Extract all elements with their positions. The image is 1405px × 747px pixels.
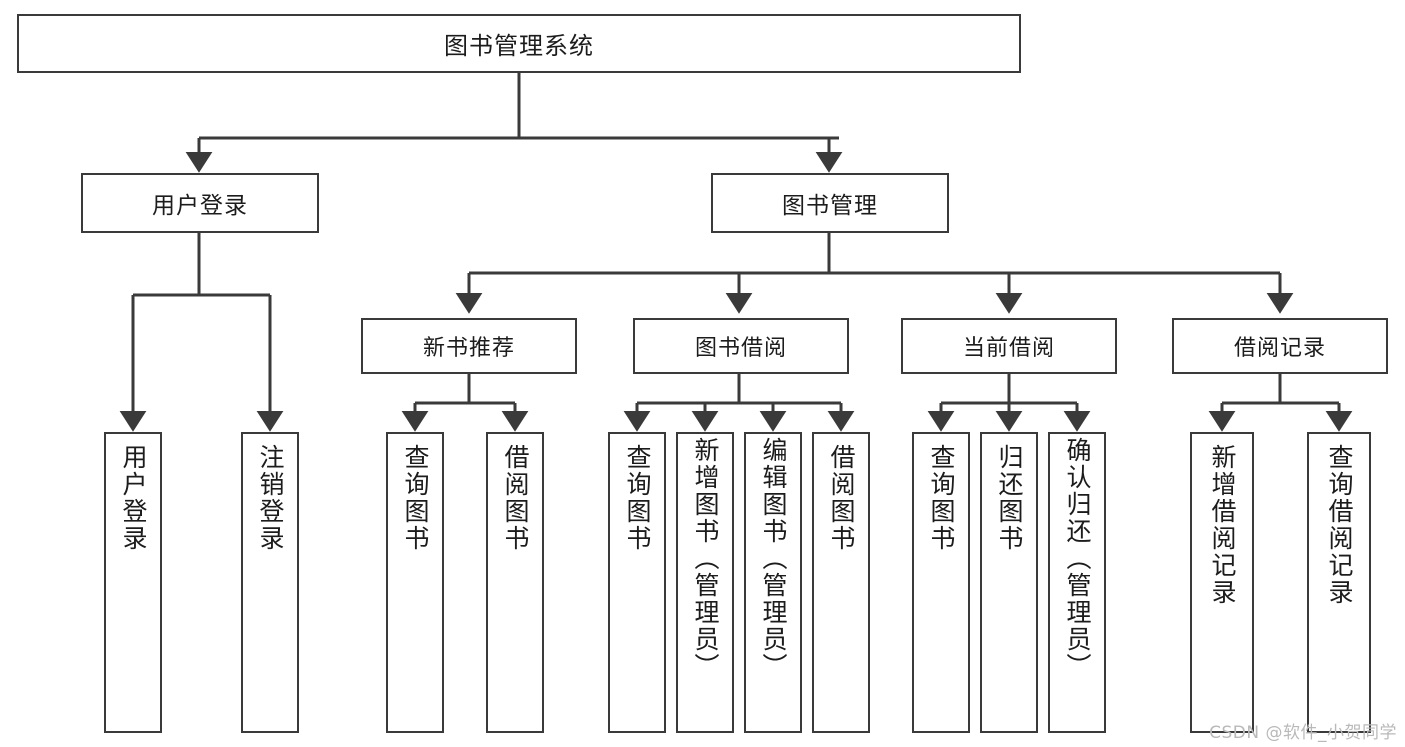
node-label: 确认归还（管理员） bbox=[1063, 437, 1092, 680]
node-book-management[interactable]: 图书管理 bbox=[711, 173, 949, 233]
node-label: 图书借阅 bbox=[694, 336, 787, 361]
node-root-system[interactable]: 图书管理系统 bbox=[17, 14, 1021, 73]
leaf-borrow-book[interactable]: 借阅图书 bbox=[812, 432, 870, 733]
node-label: 新增借阅记录 bbox=[1208, 444, 1237, 606]
leaf-borrow-book-recommend[interactable]: 借阅图书 bbox=[486, 432, 544, 733]
leaf-query-book-recommend[interactable]: 查询图书 bbox=[386, 432, 444, 733]
node-book-borrow[interactable]: 图书借阅 bbox=[633, 318, 849, 374]
node-label: 编辑图书（管理员） bbox=[759, 437, 788, 680]
node-label: 用户登录 bbox=[152, 193, 248, 219]
node-label: 归还图书 bbox=[995, 444, 1024, 552]
node-label: 图书管理 bbox=[782, 193, 878, 219]
node-label: 借阅图书 bbox=[501, 444, 530, 552]
leaf-edit-book-admin[interactable]: 编辑图书（管理员） bbox=[744, 432, 802, 733]
leaf-add-book-admin[interactable]: 新增图书（管理员） bbox=[676, 432, 734, 733]
node-label: 查询图书 bbox=[623, 444, 652, 552]
node-label: 图书管理系统 bbox=[444, 32, 594, 60]
leaf-query-book-borrow[interactable]: 查询图书 bbox=[608, 432, 666, 733]
leaf-query-book-current[interactable]: 查询图书 bbox=[912, 432, 970, 733]
node-label: 查询借阅记录 bbox=[1325, 444, 1354, 606]
node-label: 查询图书 bbox=[927, 444, 956, 552]
leaf-add-borrow-record[interactable]: 新增借阅记录 bbox=[1190, 432, 1254, 733]
node-new-book-recommend[interactable]: 新书推荐 bbox=[361, 318, 577, 374]
node-label: 新增图书（管理员） bbox=[691, 437, 720, 680]
leaf-user-login[interactable]: 用户登录 bbox=[104, 432, 162, 733]
leaf-query-borrow-record[interactable]: 查询借阅记录 bbox=[1307, 432, 1371, 733]
node-label: 当前借阅 bbox=[962, 336, 1055, 361]
node-label: 查询图书 bbox=[401, 444, 430, 552]
leaf-confirm-return-admin[interactable]: 确认归还（管理员） bbox=[1048, 432, 1106, 733]
csdn-watermark: CSDN @软件_小贺同学 bbox=[1209, 723, 1397, 743]
node-label: 新书推荐 bbox=[422, 336, 515, 361]
node-user-login[interactable]: 用户登录 bbox=[81, 173, 319, 233]
node-borrow-record[interactable]: 借阅记录 bbox=[1172, 318, 1388, 374]
node-label: 注销登录 bbox=[256, 444, 285, 552]
leaf-user-logout[interactable]: 注销登录 bbox=[241, 432, 299, 733]
node-label: 借阅记录 bbox=[1233, 336, 1326, 361]
leaf-return-book[interactable]: 归还图书 bbox=[980, 432, 1038, 733]
node-label: 用户登录 bbox=[119, 444, 148, 552]
node-label: 借阅图书 bbox=[827, 444, 856, 552]
node-current-borrow[interactable]: 当前借阅 bbox=[901, 318, 1117, 374]
